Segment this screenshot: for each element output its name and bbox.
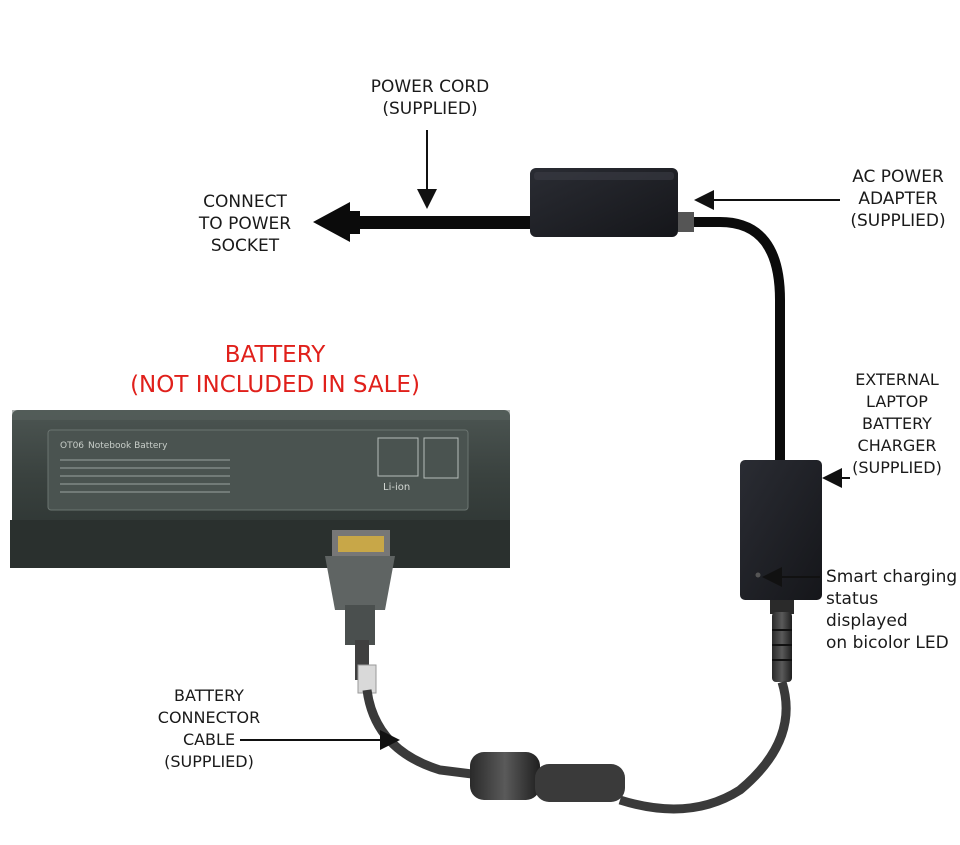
battery-brand-line: Notebook Battery [88,441,168,451]
label-line: status displayed [826,589,908,631]
smart-led-label: Smart charging status displayed on bicol… [826,566,958,654]
label-line: (SUPPLIED) [382,99,478,119]
label-line: (SUPPLIED) [850,211,946,231]
label-line: BATTERY [174,686,244,705]
battery-chem: Li-ion [383,482,410,493]
label-line: Smart charging [826,567,958,587]
external-battery-charger [740,460,822,682]
battery-title: BATTERY (NOT INCLUDED IN SALE) [110,340,440,400]
label-line: (SUPPLIED) [852,458,942,477]
label-line: LAPTOP [866,392,928,411]
label-line: BATTERY [862,414,932,433]
ac-adapter-label: AC POWER ADAPTER (SUPPLIED) [838,166,958,232]
power-cord-label: POWER CORD (SUPPLIED) [355,76,505,120]
socket-arrowhead [313,202,350,242]
label-line: (NOT INCLUDED IN SALE) [130,372,420,398]
connector-cable-label: BATTERY CONNECTOR CABLE (SUPPLIED) [150,685,268,773]
label-line: ADAPTER [858,189,938,209]
label-line: TO POWER [198,214,292,234]
label-line: CABLE [182,730,236,749]
label-line: AC POWER [852,167,944,187]
label-line: SOCKET [210,236,280,256]
ac-power-adapter [530,168,694,237]
label-line: BATTERY [224,342,326,368]
bicolor-led [755,572,761,578]
label-line: EXTERNAL [855,370,939,389]
dc-cable [694,217,785,462]
label-line: CONNECT [203,192,287,212]
power-cord [313,202,532,242]
label-line: (SUPPLIED) [164,752,254,771]
label-line: CHARGER [857,436,937,455]
label-line: POWER CORD [370,77,490,97]
charger-output-cable [618,680,791,814]
external-charger-label: EXTERNAL LAPTOP BATTERY CHARGER (SUPPLIE… [838,369,956,479]
connect-socket-label: CONNECT TO POWER SOCKET [180,191,310,257]
battery-model: OT06 [60,441,84,451]
label-line: CONNECTOR [157,708,261,727]
battery-image: OT06 Notebook Battery Li-ion [10,410,510,568]
label-line: on bicolor LED [826,633,949,653]
battery-connector-cable [325,556,625,802]
